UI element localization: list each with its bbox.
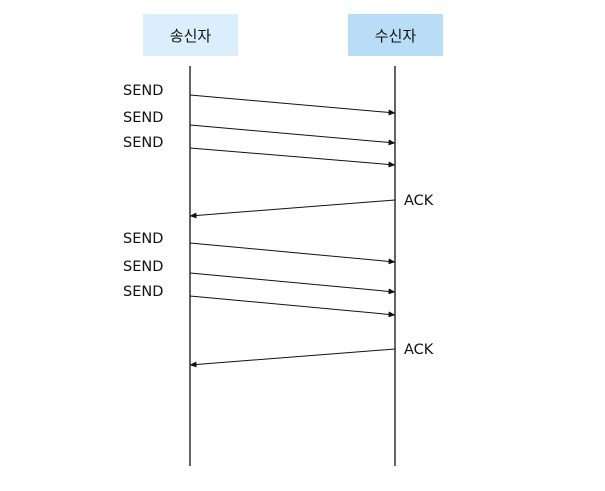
participant-receiver-label: 수신자 bbox=[374, 26, 417, 45]
message-label-8: ACK bbox=[404, 342, 434, 358]
message-arrow-1 bbox=[189, 94, 396, 116]
message-label-7: SEND bbox=[123, 284, 164, 300]
message-label-5: SEND bbox=[123, 231, 164, 247]
message-label-3: SEND bbox=[123, 135, 164, 151]
message-arrow-6 bbox=[189, 272, 396, 295]
message-label-4: ACK bbox=[404, 193, 434, 209]
participant-sender: 송신자 bbox=[143, 14, 238, 56]
message-arrow-7 bbox=[189, 295, 396, 318]
message-arrow-8 bbox=[189, 348, 396, 368]
message-arrow-2 bbox=[189, 124, 396, 146]
participant-sender-label: 송신자 bbox=[169, 26, 212, 45]
message-label-1: SEND bbox=[123, 83, 164, 99]
message-label-2: SEND bbox=[123, 110, 164, 126]
message-arrow-5 bbox=[189, 242, 396, 265]
message-label-6: SEND bbox=[123, 259, 164, 275]
message-arrow-4 bbox=[189, 199, 396, 219]
participant-receiver: 수신자 bbox=[348, 14, 443, 56]
message-arrow-3 bbox=[189, 147, 396, 168]
